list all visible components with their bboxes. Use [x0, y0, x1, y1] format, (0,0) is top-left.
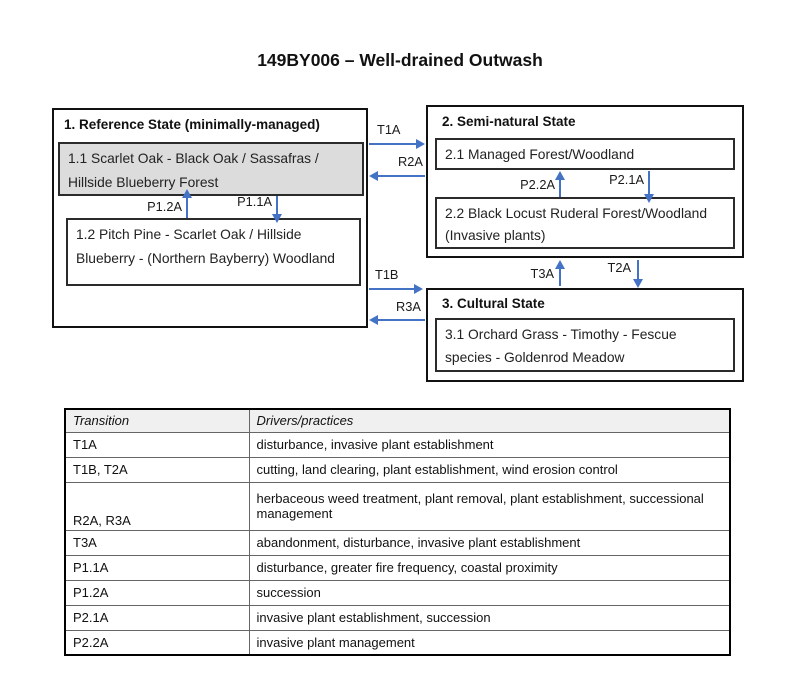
state-title-reference: 1. Reference State (minimally-managed)	[64, 117, 320, 132]
pathway-label-p2-2a: P2.2A	[520, 177, 555, 192]
table-row: T3A abandonment, disturbance, invasive p…	[64, 529, 731, 556]
community-box-2-1: 2.1 Managed Forest/Woodland	[435, 138, 735, 170]
transition-label-t2a: T2A	[607, 260, 631, 275]
table-row: T1A disturbance, invasive plant establis…	[64, 431, 731, 458]
table-row: P1.1A disturbance, greater fire frequenc…	[64, 554, 731, 581]
cell-drivers: disturbance, greater fire frequency, coa…	[248, 554, 731, 581]
restoration-arrow-r2a	[369, 171, 425, 181]
transition-arrow-t1a	[369, 139, 425, 149]
cell-transition: T1B, T2A	[64, 456, 250, 483]
restoration-label-r3a: R3A	[396, 299, 421, 314]
table-row: R2A, R3A herbaceous weed treatment, plan…	[64, 481, 731, 531]
transition-arrow-t3a	[555, 260, 565, 286]
community-box-1-1: 1.1 Scarlet Oak - Black Oak / Sassafras …	[58, 142, 364, 196]
cell-drivers: invasive plant management	[248, 629, 731, 656]
transition-label-t1a: T1A	[377, 122, 401, 137]
cell-drivers: succession	[248, 579, 731, 606]
cell-transition: P2.1A	[64, 604, 250, 631]
cell-drivers: abandonment, disturbance, invasive plant…	[248, 529, 731, 556]
pathway-label-p1-2a: P1.2A	[147, 199, 182, 214]
table-row: P2.2A invasive plant management	[64, 629, 731, 656]
pathway-arrow-p2-1a	[644, 171, 654, 203]
cell-drivers: disturbance, invasive plant establishmen…	[248, 431, 731, 458]
transitions-table: Transition Drivers/practices T1A disturb…	[64, 408, 731, 656]
state-title-cultural: 3. Cultural State	[442, 296, 545, 311]
cell-transition: R2A, R3A	[64, 481, 250, 531]
transition-arrow-t1b	[369, 284, 423, 294]
restoration-arrow-r3a	[369, 315, 425, 325]
table-row: P2.1A invasive plant establishment, succ…	[64, 604, 731, 631]
cell-drivers: cutting, land clearing, plant establishm…	[248, 456, 731, 483]
community-box-1-2: 1.2 Pitch Pine - Scarlet Oak / Hillside …	[66, 218, 361, 286]
transition-arrow-t2a	[633, 260, 643, 288]
pathway-arrow-p1-1a	[272, 196, 282, 223]
cell-transition: P2.2A	[64, 629, 250, 656]
page-title: 149BY006 – Well-drained Outwash	[257, 50, 543, 70]
cell-drivers: herbaceous weed treatment, plant removal…	[248, 481, 731, 531]
table-row: P1.2A succession	[64, 579, 731, 606]
restoration-label-r2a: R2A	[398, 154, 423, 169]
table-header-row: Transition Drivers/practices	[64, 408, 731, 433]
community-box-3-1: 3.1 Orchard Grass - Timothy - Fescue spe…	[435, 318, 735, 372]
community-box-2-2: 2.2 Black Locust Ruderal Forest/Woodland…	[435, 197, 735, 249]
transition-label-t1b: T1B	[375, 267, 399, 282]
cell-transition: P1.2A	[64, 579, 250, 606]
cell-transition: T1A	[64, 431, 250, 458]
table-header-drivers: Drivers/practices	[248, 408, 731, 433]
pathway-arrow-p1-2a	[182, 189, 192, 218]
pathway-label-p2-1a: P2.1A	[609, 172, 644, 187]
state-title-semi-natural: 2. Semi-natural State	[442, 114, 576, 129]
transition-label-t3a: T3A	[530, 266, 554, 281]
cell-drivers: invasive plant establishment, succession	[248, 604, 731, 631]
table-header-transition: Transition	[64, 408, 250, 433]
pathway-label-p1-1a: P1.1A	[237, 194, 272, 209]
cell-transition: T3A	[64, 529, 250, 556]
pathway-arrow-p2-2a	[555, 171, 565, 197]
table-row: T1B, T2A cutting, land clearing, plant e…	[64, 456, 731, 483]
cell-transition: P1.1A	[64, 554, 250, 581]
